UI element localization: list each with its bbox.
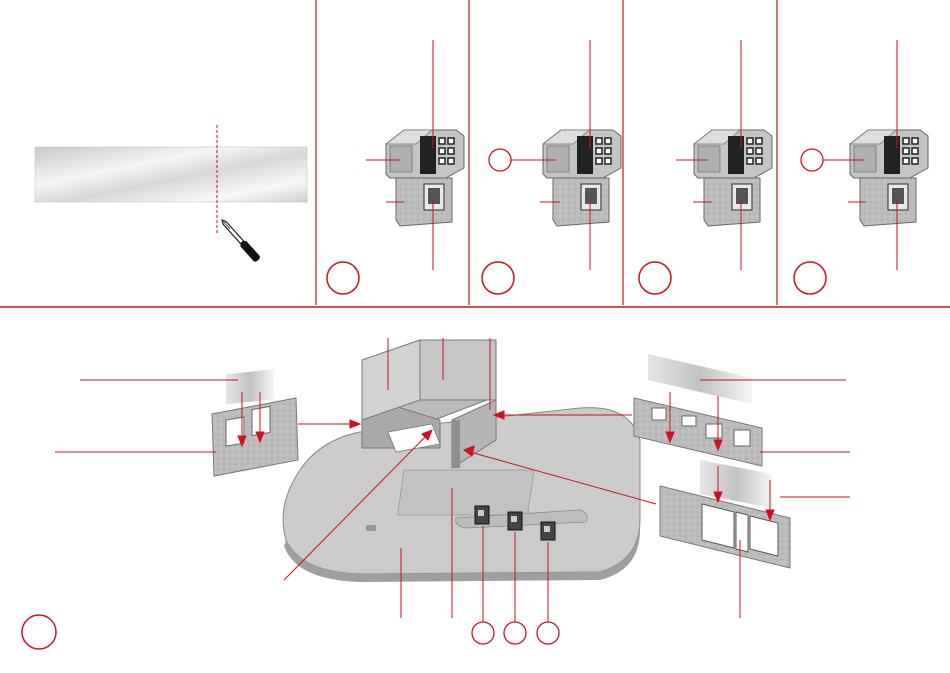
wall-back (420, 340, 496, 400)
callout-circle (489, 149, 511, 171)
callout-circle-part-3 (537, 622, 559, 644)
variant-panel-4 (794, 40, 928, 294)
variant-panel-3 (639, 40, 772, 294)
step-circle (794, 262, 826, 294)
part-3 (541, 522, 555, 540)
glazing-strip (35, 125, 307, 235)
bottom-section (22, 338, 850, 649)
step-circle (639, 262, 671, 294)
callout-circle (801, 149, 823, 171)
callout-circle-part-2 (504, 622, 526, 644)
top-section (0, 0, 950, 307)
step-circle (482, 262, 514, 294)
part-2 (508, 512, 522, 530)
window-panel-left (212, 369, 298, 476)
step-circle (327, 262, 359, 294)
craft-knife-icon (219, 217, 261, 262)
step-circle-main (22, 615, 56, 649)
callout-circle-part-1 (472, 622, 494, 644)
part-1 (475, 506, 489, 524)
window-panel-right-top (634, 354, 762, 466)
variant-panel-2 (482, 40, 621, 294)
variant-panel-1 (327, 40, 464, 294)
